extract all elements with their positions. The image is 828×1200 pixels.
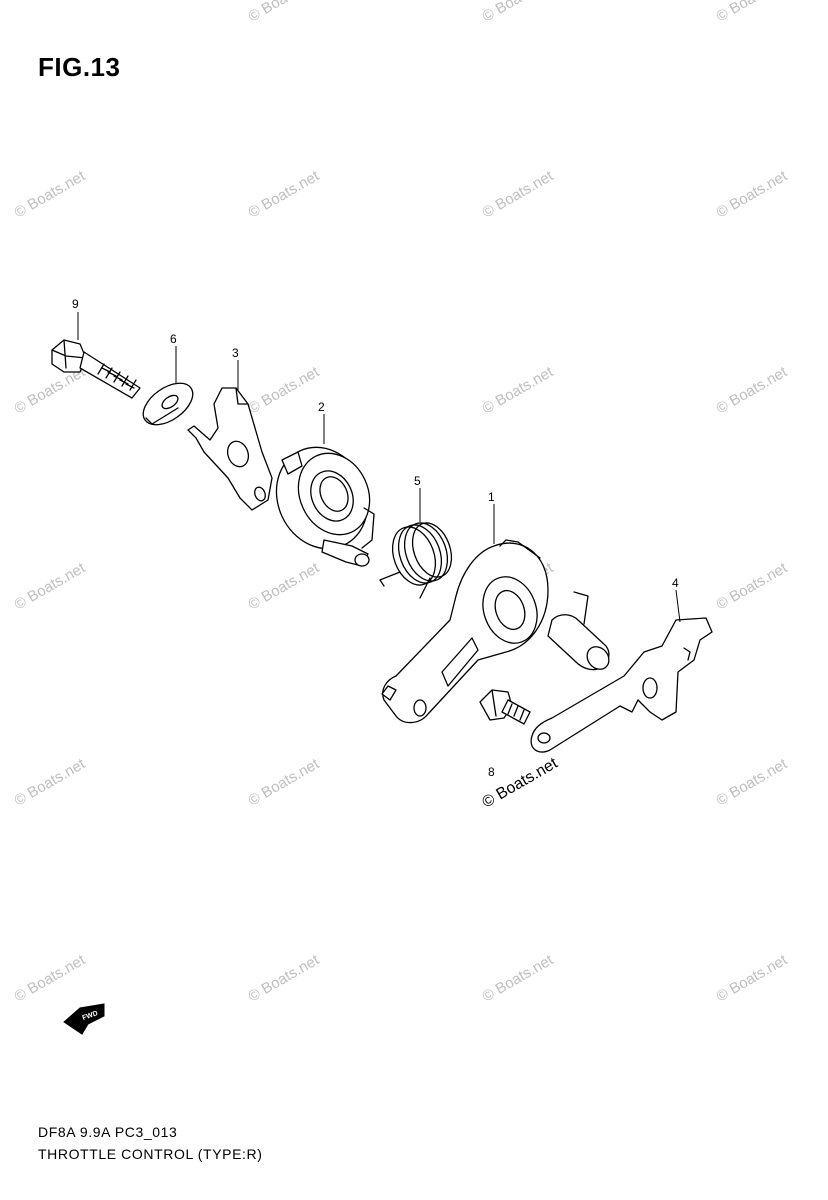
watermark-text-strong: © Boats.net [480,755,562,812]
watermark-text: © Boats.net [12,951,89,1005]
part-6-washer [142,382,194,426]
watermark-text: © Boats.net [714,167,791,221]
watermark-text: © Boats.net [12,167,89,221]
watermark-text: © Boats.net [12,755,89,809]
watermark-text: © Boats.net [480,363,557,417]
watermark-text: © Boats.net [246,167,323,221]
watermark-text: © Boats.net [714,755,791,809]
watermark-text: © Boats.net [12,559,89,613]
part-3-bracket [187,387,273,511]
watermark-text: © Boats.net [246,363,323,417]
forward-arrow-icon: FWD [63,1003,105,1035]
part-9-bolt [51,339,141,399]
collar-pin [573,591,589,625]
callout-8: 8 [488,765,495,779]
watermark-text: © Boats.net [480,951,557,1005]
watermark-text: © Boats.net [246,755,323,809]
part-1-lever-arm [381,539,549,724]
callout-1: 1 [488,490,495,504]
watermark-text: © Boats.net [246,0,323,25]
callout-6: 6 [170,332,177,346]
watermark-layer: © Boats.net © Boats.net © Boats.net © Bo… [12,0,791,1005]
watermark-text: © Boats.net [246,559,323,613]
watermark-text: © Boats.net [480,0,557,25]
callout-4: 4 [672,576,679,590]
callout-3: 3 [232,346,239,360]
part-2-pulley [275,446,375,567]
part-4-link-plate [530,617,713,753]
callout-5: 5 [414,474,421,488]
watermark-text: © Boats.net [480,167,557,221]
watermark-text: © Boats.net [246,951,323,1005]
figure-title: FIG.13 [38,52,121,82]
part-collar [547,614,610,671]
watermark-text: © Boats.net [714,363,791,417]
watermark-text: © Boats.net [714,951,791,1005]
watermark-text: © Boats.net [714,559,791,613]
figure-name: THROTTLE CONTROL (TYPE:R) [38,1146,263,1162]
callout-2: 2 [318,400,325,414]
part-5-spring [379,522,453,599]
part-8-bolt [479,689,531,725]
callout-9: 9 [72,297,79,311]
figure-code: DF8A 9.9A PC3_013 [38,1124,178,1140]
watermark-text: © Boats.net [714,0,791,25]
